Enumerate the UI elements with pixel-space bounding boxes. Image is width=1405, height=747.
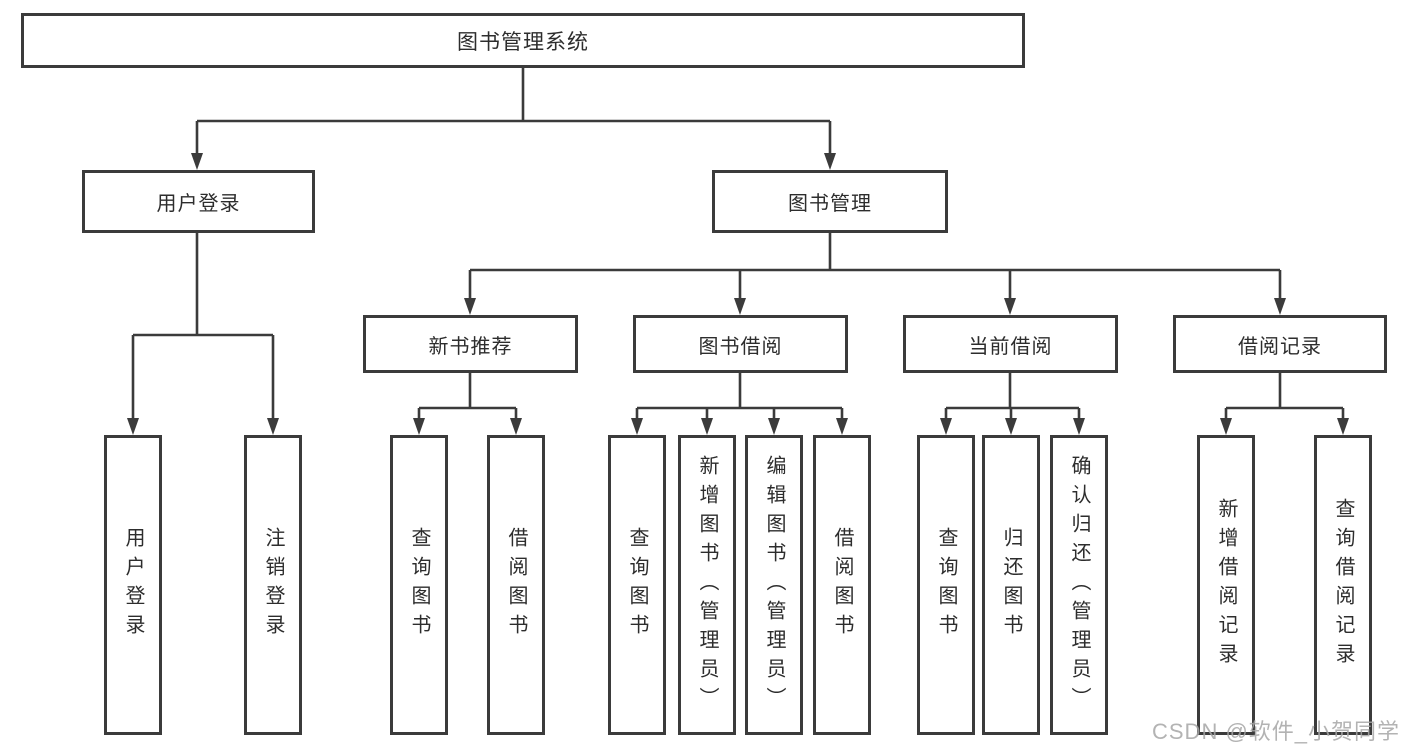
leaf-logout: 注销登录 (244, 435, 302, 735)
branch-user-login: 用户登录 (82, 170, 315, 233)
group-current-borrow: 当前借阅 (903, 315, 1118, 373)
group-borrow-records: 借阅记录 (1173, 315, 1387, 373)
leaf-return-book: 归还图书 (982, 435, 1040, 735)
leaf-user-login: 用户登录 (104, 435, 162, 735)
root-node-system-title: 图书管理系统 (21, 13, 1025, 68)
group-new-book-recommend: 新书推荐 (363, 315, 578, 373)
leaf-borrow-books: 借阅图书 (813, 435, 871, 735)
branch-book-management: 图书管理 (712, 170, 948, 233)
leaf-add-book-admin: 新增图书（管理员） (678, 435, 736, 735)
leaf-query-books-recommend: 查询图书 (390, 435, 448, 735)
leaf-query-books-borrow: 查询图书 (608, 435, 666, 735)
leaf-query-books-current: 查询图书 (917, 435, 975, 735)
leaf-borrow-books-recommend: 借阅图书 (487, 435, 545, 735)
group-book-borrow: 图书借阅 (633, 315, 848, 373)
csdn-watermark: CSDN @软件_小贺同学 (1152, 719, 1401, 744)
leaf-confirm-return-admin: 确认归还（管理员） (1050, 435, 1108, 735)
leaf-query-borrow-record: 查询借阅记录 (1314, 435, 1372, 735)
leaf-edit-book-admin: 编辑图书（管理员） (745, 435, 803, 735)
leaf-add-borrow-record: 新增借阅记录 (1197, 435, 1255, 735)
